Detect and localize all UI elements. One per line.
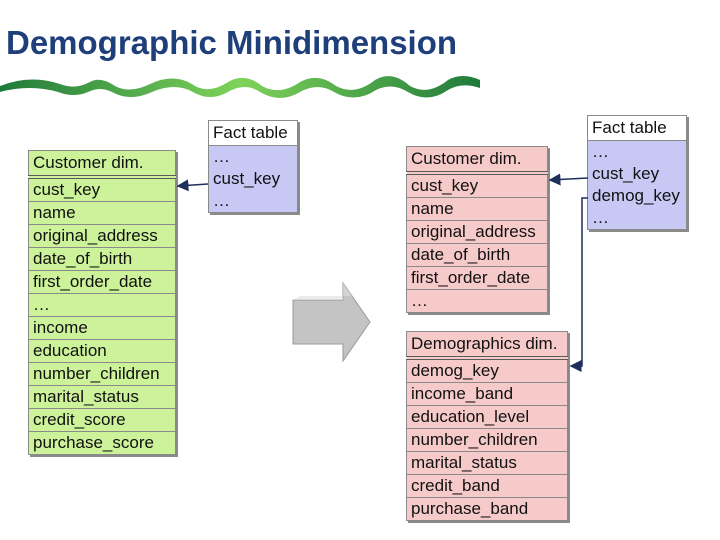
left-cust-key-connector xyxy=(176,179,209,192)
table-row: marital_status xyxy=(28,385,176,409)
table-row: number_children xyxy=(406,428,568,452)
big-right-arrow-icon xyxy=(292,281,371,363)
table-row: original_address xyxy=(28,224,176,248)
table-row: demog_key xyxy=(406,357,568,383)
left-fact-table: Fact table … cust_key … xyxy=(208,120,298,213)
table-header: Customer dim. xyxy=(406,146,548,175)
table-row: marital_status xyxy=(406,451,568,475)
table-header: Demographics dim. xyxy=(406,331,568,360)
table-row: … xyxy=(28,293,176,317)
table-row: income xyxy=(28,316,176,340)
green-swoosh-icon xyxy=(0,76,480,98)
page-title: Demographic Minidimension xyxy=(6,24,458,61)
table-header: Customer dim. xyxy=(28,150,176,179)
table-row: first_order_date xyxy=(28,270,176,294)
table-row: name xyxy=(406,197,548,221)
table-row: credit_score xyxy=(28,408,176,432)
left-customer-dim-table: Customer dim. cust_key name original_add… xyxy=(28,150,176,455)
right-cust-key-connector xyxy=(548,173,589,186)
table-row: cust_key xyxy=(406,172,548,198)
table-row: cust_key xyxy=(208,168,298,190)
table-row: demog_key xyxy=(587,185,687,207)
table-row: … xyxy=(208,145,298,168)
table-row: education_level xyxy=(406,405,568,429)
table-row: … xyxy=(406,289,548,313)
table-header: Fact table xyxy=(208,120,298,146)
table-row: date_of_birth xyxy=(406,243,548,267)
table-row: original_address xyxy=(406,220,548,244)
table-row: credit_band xyxy=(406,474,568,498)
table-row: education xyxy=(28,339,176,363)
table-row: date_of_birth xyxy=(28,247,176,271)
table-row: name xyxy=(28,201,176,225)
demog-key-connector xyxy=(569,197,588,372)
demographics-dim-table: Demographics dim. demog_key income_band … xyxy=(406,331,568,521)
table-row: first_order_date xyxy=(406,266,548,290)
table-row: … xyxy=(208,190,298,213)
table-row: cust_key xyxy=(28,176,176,202)
table-row: purchase_band xyxy=(406,497,568,521)
table-row: purchase_score xyxy=(28,431,176,455)
table-row: income_band xyxy=(406,382,568,406)
table-row: number_children xyxy=(28,362,176,386)
right-customer-dim-table: Customer dim. cust_key name original_add… xyxy=(406,146,548,313)
table-row: … xyxy=(587,140,687,163)
table-row: … xyxy=(587,207,687,230)
right-fact-table: Fact table … cust_key demog_key … xyxy=(587,115,687,230)
table-header: Fact table xyxy=(587,115,687,141)
table-row: cust_key xyxy=(587,163,687,185)
